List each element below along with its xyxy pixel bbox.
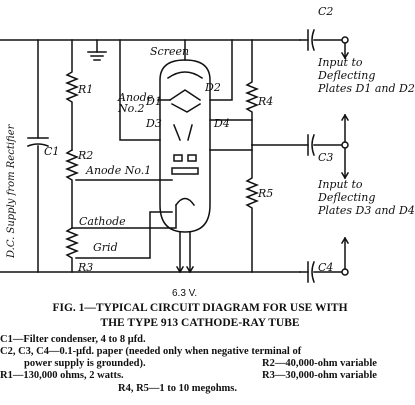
r4-label: R4 — [258, 95, 274, 108]
c3-capacitor — [251, 134, 346, 156]
legend-c-note: power supply is grounded). — [24, 358, 146, 369]
tube-screen — [166, 71, 204, 80]
circuit-wiring — [0, 29, 350, 283]
d4-label: D4 — [214, 117, 230, 130]
r3-label: R3 — [78, 261, 94, 274]
legend-r3: R3—30,000-ohm variable — [262, 370, 377, 381]
input-terminals — [341, 36, 349, 276]
plate-d1 — [168, 89, 202, 102]
d3-label: D3 — [146, 117, 162, 130]
anode-no2-b — [187, 154, 197, 162]
supply-label: D.C. Supply from Rectifier — [6, 124, 17, 258]
cathode-element — [174, 197, 196, 207]
heater-leads — [179, 231, 191, 273]
grid-wire — [75, 211, 173, 259]
anode-no2 — [173, 154, 183, 162]
cathode-label: Cathode — [79, 215, 126, 228]
anode-no1 — [171, 167, 199, 175]
legend-r2: R2—40,000-ohm variable — [262, 358, 377, 369]
c1-label: C1 — [44, 145, 60, 158]
r5-label: R5 — [258, 187, 274, 200]
plates-d3-d4 — [173, 124, 193, 141]
heater-arrows — [175, 265, 195, 274]
circuit-diagram: Screen Anode No.2 Anode No.1 Cathode Gri… — [0, 5, 415, 394]
plate-d2 — [170, 102, 202, 113]
c3-label: C3 — [318, 151, 334, 164]
r1-label: R1 — [78, 83, 94, 96]
c4-label: C4 — [318, 261, 334, 274]
tube-envelope — [159, 59, 211, 233]
legend-r4-r5: R4, R5—1 to 10 megohms. — [118, 383, 237, 394]
input-arrow-upper — [340, 51, 350, 122]
cathode-wire — [71, 204, 177, 229]
d2-label: D2 — [205, 81, 221, 94]
c4-capacitor — [299, 261, 346, 283]
caption-line-2: THE TYPE 913 CATHODE-RAY TUBE — [100, 317, 300, 329]
heater-voltage-label: 6.3 V. — [172, 288, 198, 299]
r5-resistor — [244, 144, 260, 273]
input-upper-label: Input to Deflecting Plates D1 and D2 — [318, 56, 415, 95]
caption-line-1: FIG. 1—TYPICAL CIRCUIT DIAGRAM FOR USE W… — [52, 302, 348, 314]
anode1-label: Anode No.1 — [86, 164, 152, 177]
legend-r1: R1—130,000 ohms, 2 watts. — [0, 370, 124, 381]
ground-symbol — [87, 39, 107, 61]
c2-capacitor — [299, 29, 346, 51]
r2-label: R2 — [78, 149, 94, 162]
grid-label: Grid — [93, 241, 118, 254]
d2-wire — [209, 39, 233, 101]
d1-label: D1 — [146, 95, 162, 108]
r3-resistor — [64, 226, 80, 273]
anode2-wire — [119, 39, 161, 141]
r1-resistor — [64, 39, 80, 151]
legend-c1: C1—Filter condenser, 4 to 8 μfd. — [0, 334, 146, 345]
c1-capacitor — [27, 39, 49, 273]
anode2-label: Anode No.2 — [118, 91, 154, 115]
c2-label: C2 — [318, 5, 334, 18]
r4-resistor — [244, 39, 260, 146]
r2-resistor — [64, 148, 80, 229]
legend-c2-c3-c4: C2, C3, C4—0.1-μfd. paper (needed only w… — [0, 346, 302, 357]
screen-label: Screen — [150, 45, 190, 58]
input-arrow-lower — [340, 171, 350, 245]
input-lower-label: Input to Deflecting Plates D3 and D4 — [318, 178, 415, 217]
